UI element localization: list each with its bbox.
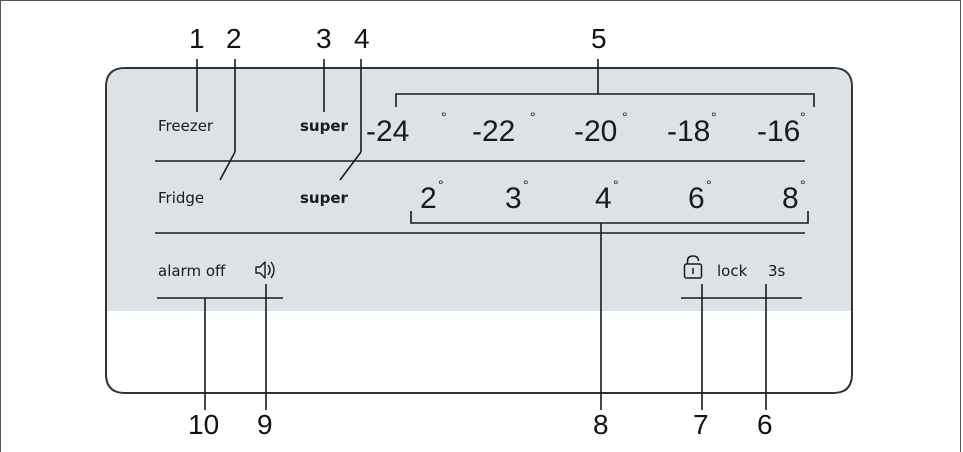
freezer-temp-4[interactable]: -16 ° [757, 109, 806, 148]
fridge-temp-3[interactable]: 6 ° [688, 177, 712, 215]
callout-leader-4-tail [339, 151, 362, 181]
callout-7: 7 [693, 409, 709, 440]
degree-mark: ° [530, 109, 536, 125]
freezer-temp-2[interactable]: -20 ° [574, 109, 628, 148]
freezer-temp-bracket [395, 93, 815, 107]
callout-9: 9 [257, 409, 273, 440]
degree-mark: ° [523, 177, 529, 193]
degree-mark: ° [441, 109, 447, 125]
degree-mark: ° [711, 109, 717, 125]
callout-leader-2-tail [219, 151, 236, 181]
speaker-icon [255, 261, 275, 279]
lock-label: lock [717, 262, 748, 280]
freezer-temp-1[interactable]: -22 ° [472, 109, 536, 148]
fridge-temp-label: 6 [688, 182, 705, 215]
alarm-off-button[interactable]: alarm off [158, 261, 275, 280]
fridge-temp-1[interactable]: 3 ° [505, 177, 529, 215]
freezer-temp-label: -22 [472, 115, 515, 148]
degree-mark: ° [622, 109, 628, 125]
freezer-temp-0[interactable]: -24 ° [366, 109, 447, 148]
fridge-temp-label: 8 [782, 182, 799, 215]
fridge-temp-label: 3 [505, 182, 522, 215]
callout-8: 8 [593, 409, 609, 440]
fridge-temp-4[interactable]: 8 ° [782, 177, 806, 215]
lock-duration: 3s [768, 262, 786, 280]
callout-1: 1 [189, 23, 205, 54]
degree-mark: ° [706, 177, 712, 193]
fridge-temp-bracket [410, 211, 809, 224]
freezer-temp-3[interactable]: -18 ° [667, 109, 717, 148]
degree-mark: ° [613, 177, 619, 193]
degree-mark: ° [800, 109, 806, 125]
fridge-temp-label: 4 [595, 182, 612, 215]
lock-button[interactable]: lock 3s [683, 255, 786, 280]
padlock-icon [683, 255, 703, 279]
callout-2: 2 [226, 23, 242, 54]
display-area [107, 69, 851, 311]
callout-6: 6 [757, 409, 773, 440]
fridge-label: Fridge [158, 189, 204, 207]
freezer-temp-label: -18 [667, 115, 710, 148]
fridge-temp-2[interactable]: 4 ° [595, 177, 619, 215]
freezer-label: Freezer [158, 117, 214, 135]
freezer-temp-label: -24 [366, 115, 409, 148]
alarm-off-label: alarm off [158, 262, 226, 280]
freezer-temp-label: -20 [574, 115, 617, 148]
callout-5: 5 [591, 23, 607, 54]
freezer-temp-label: -16 [757, 115, 800, 148]
callout-4: 4 [354, 23, 370, 54]
degree-mark: ° [800, 177, 806, 193]
fridge-super-button[interactable]: super [300, 189, 349, 207]
fridge-temp-0[interactable]: 2 ° [420, 177, 444, 215]
freezer-super-button[interactable]: super [300, 117, 349, 135]
fridge-temp-label: 2 [420, 182, 437, 215]
callout-10: 10 [188, 409, 219, 440]
degree-mark: ° [438, 177, 444, 193]
callout-3: 3 [316, 23, 332, 54]
